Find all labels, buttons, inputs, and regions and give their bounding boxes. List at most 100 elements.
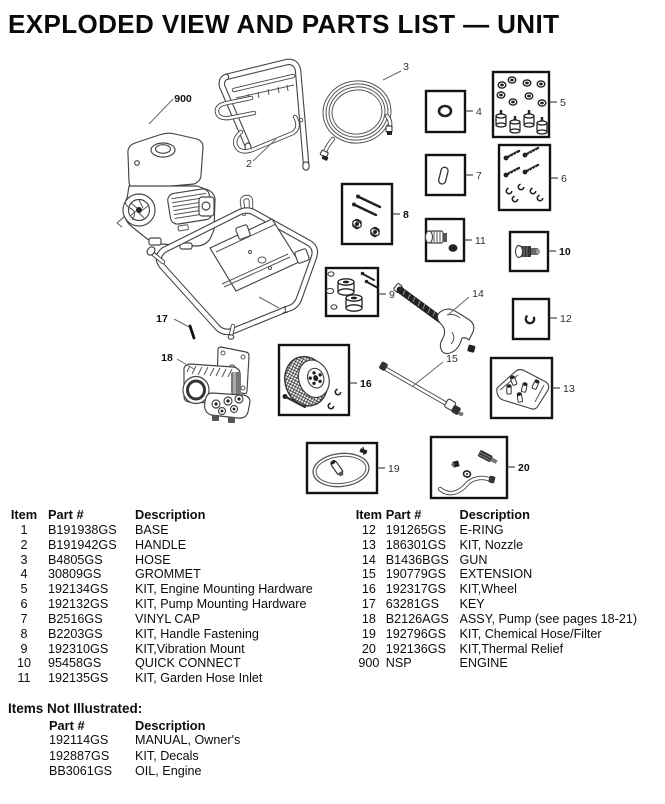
callout-14: 14 [472, 288, 484, 300]
item-cell: 10 [16, 656, 31, 671]
desc-cell: E-RING [459, 522, 504, 537]
desc-cell: HOSE [135, 552, 171, 567]
callout-11: 11 [475, 235, 486, 247]
col-header-desc: Description [135, 718, 206, 733]
key-illustration [188, 324, 196, 340]
desc-cell: KIT, Handle Fastening [135, 626, 259, 641]
callout-13: 13 [563, 383, 575, 395]
desc-cell: KIT, Decals [135, 748, 199, 763]
ni-row: 192887GS KIT, Decals [49, 749, 355, 764]
part-cell: 192135GS [48, 671, 109, 686]
item-cell: 9 [20, 641, 28, 656]
parts-row: 2 B191942GS HANDLE [0, 538, 375, 553]
part-cell: 192134GS [48, 582, 109, 597]
e-ring-box-12 [511, 297, 551, 341]
callout-15: 15 [446, 353, 458, 365]
wheel-kit-box-16 [277, 343, 351, 417]
col-header-item: Item [10, 507, 38, 522]
diagram-callouts: 900 2 3 1 17 18 14 15 4 5 7 6 8 [148, 61, 575, 475]
desc-cell: BASE [135, 522, 169, 537]
callout-10: 10 [559, 246, 571, 258]
callout-18: 18 [161, 352, 173, 364]
callout-1: 1 [282, 304, 288, 316]
item-cell: 19 [361, 626, 376, 641]
part-cell: B1436BGS [385, 552, 449, 567]
part-cell: NSP [385, 656, 412, 671]
item-cell: 1 [20, 522, 28, 537]
callout-5: 5 [560, 97, 566, 109]
desc-cell: KIT, Chemical Hose/Filter [459, 626, 602, 641]
callout-3: 3 [403, 61, 409, 73]
desc-cell: ENGINE [459, 656, 508, 671]
callout-12: 12 [560, 313, 572, 325]
nozzle-kit-box-13 [489, 356, 554, 420]
callout-2: 2 [246, 158, 252, 170]
desc-cell: QUICK CONNECT [135, 656, 241, 671]
item-cell: 7 [20, 611, 28, 626]
item-cell: 900 [358, 656, 380, 671]
callout-17: 17 [156, 313, 168, 325]
desc-cell: EXTENSION [459, 567, 533, 582]
part-cell: 63281GS [385, 597, 439, 612]
item-cell: 2 [20, 537, 28, 552]
item-cell: 20 [361, 641, 376, 656]
item-cell: 4 [20, 567, 28, 582]
desc-cell: GROMMET [135, 567, 201, 582]
callout-16: 16 [360, 378, 372, 390]
callout-19: 19 [388, 463, 400, 475]
pump-mount-hardware-box-6 [497, 143, 552, 212]
desc-cell: MANUAL, Owner's [135, 733, 241, 748]
part-cell: B2203GS [48, 626, 103, 641]
item-cell: 17 [361, 597, 376, 612]
part-cell: 192317GS [385, 582, 446, 597]
not-illustrated-heading: Items Not Illustrated: [8, 701, 143, 716]
part-cell: B2516GS [48, 611, 103, 626]
parts-row: 5 192134GS KIT, Engine Mounting Hardware [0, 582, 375, 597]
part-cell: 192132GS [48, 597, 109, 612]
chemical-hose-kit-box-19 [305, 441, 379, 495]
col-header-part: Part # [48, 507, 84, 522]
item-cell: 3 [20, 552, 28, 567]
part-cell: 95458GS [48, 656, 102, 671]
item-cell: 8 [20, 626, 28, 641]
part-cell: 191265GS [385, 522, 446, 537]
item-cell: 5 [20, 582, 28, 597]
part-cell: 192887GS [49, 748, 110, 763]
callout-7: 7 [476, 170, 482, 182]
part-cell: 190779GS [385, 567, 446, 582]
parts-row: 8 B2203GS KIT, Handle Fastening [0, 627, 375, 642]
pump-illustration [182, 346, 251, 423]
desc-cell: HANDLE [135, 537, 187, 552]
parts-header-row: Item Part # Description [0, 507, 375, 523]
part-cell: B191942GS [48, 537, 117, 552]
parts-row: 19 192796GS KIT, Chemical Hose/Filter [352, 627, 665, 642]
part-cell: B2126AGS [385, 611, 449, 626]
item-cell: 16 [361, 582, 376, 597]
ni-row: 192114GS MANUAL, Owner's [49, 733, 355, 748]
item-cell: 6 [20, 597, 28, 612]
hose-illustration [319, 80, 393, 161]
part-cell: 192796GS [385, 626, 446, 641]
desc-cell: KIT,Thermal Relief [459, 641, 564, 656]
callout-900: 900 [174, 93, 192, 105]
col-header-part: Part # [49, 718, 85, 733]
desc-cell: KIT, Engine Mounting Hardware [135, 582, 313, 597]
col-header-item: Item [355, 507, 383, 522]
part-cell: 192310GS [48, 641, 109, 656]
parts-row: 900 NSP ENGINE [352, 656, 665, 671]
callout-9: 9 [389, 289, 395, 301]
callout-8: 8 [403, 209, 409, 221]
col-header-desc: Description [459, 507, 530, 522]
part-cell: 192114GS [49, 733, 109, 748]
